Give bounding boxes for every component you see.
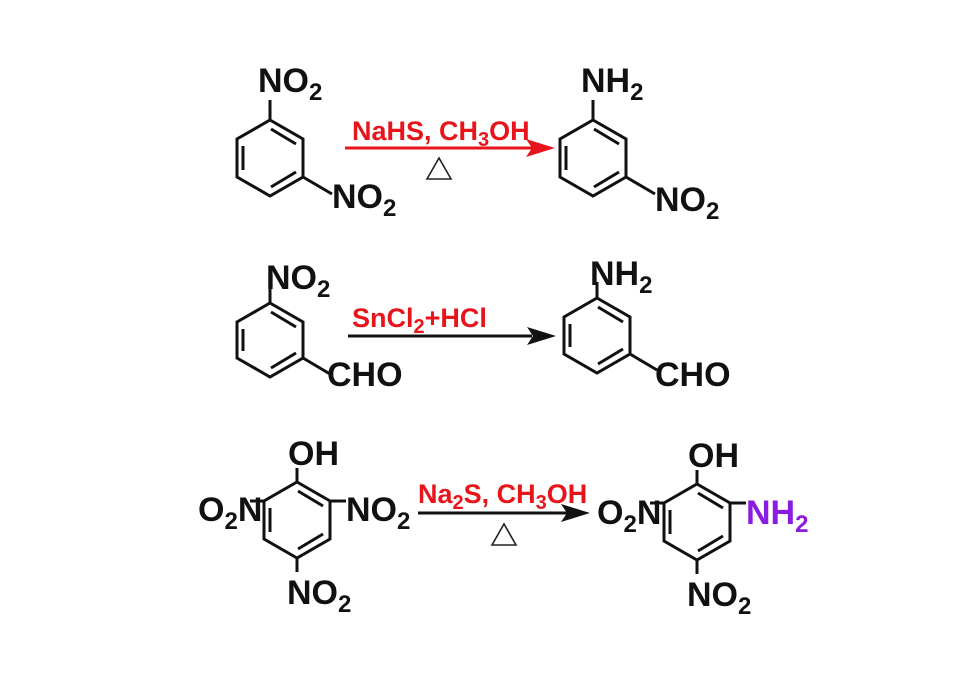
substituent-lower-right: CHO <box>655 356 731 394</box>
reaction-3-reactant: OH O2N NO2 NO2 <box>198 435 410 618</box>
benzene-ring <box>235 287 331 379</box>
benzene-ring <box>562 282 658 375</box>
heat-symbol <box>490 522 518 546</box>
benzene-ring <box>558 100 656 198</box>
reaction-arrow-head <box>561 504 590 522</box>
reaction-1-product: NH2 NO2 <box>558 62 719 225</box>
substituent-bottom: NO2 <box>287 574 351 618</box>
substituent-left: O2N <box>198 491 262 535</box>
reaction-3: OH O2N NO2 NO2 Na2S, CH3OH OH O2N NH2 NO… <box>198 435 808 620</box>
substituent-top: NH2 <box>581 62 643 106</box>
heat-symbol <box>425 156 453 180</box>
reaction-2: NO2 CHO SnCl2+HCl NH2 CHO <box>235 255 731 394</box>
reaction-1: NO2 NO2 NaHS, CH3OH NH2 NO2 <box>235 62 719 225</box>
substituent-lower-right: NO2 <box>655 181 719 225</box>
substituent-top: NH2 <box>590 255 652 299</box>
reaction-arrow-head <box>527 327 556 345</box>
substituent-top: NO2 <box>258 62 322 106</box>
substituent-lower-right: CHO <box>327 356 403 394</box>
substituent-top: NO2 <box>266 259 330 303</box>
reagent-label: Na2S, CH3OH <box>418 479 587 514</box>
substituent-left: O2N <box>597 494 661 538</box>
substituent-lower-right: NO2 <box>332 178 396 222</box>
substituent-top: OH <box>688 437 739 475</box>
reaction-3-product: OH O2N NH2 NO2 <box>597 437 808 620</box>
reaction-arrow-head <box>526 139 555 157</box>
reaction-2-product: NH2 CHO <box>562 255 731 394</box>
substituent-right: NO2 <box>346 491 410 535</box>
substituent-top: OH <box>288 435 339 473</box>
substituent-right-new-amino: NH2 <box>746 494 808 538</box>
reaction-1-reactant: NO2 NO2 <box>235 62 396 222</box>
reagent-label: NaHS, CH3OH <box>352 116 530 151</box>
benzene-ring <box>235 100 333 198</box>
benzene-ring <box>650 470 746 574</box>
reagent-label: SnCl2+HCl <box>352 303 487 338</box>
reaction-2-reactant: NO2 CHO <box>235 259 403 394</box>
substituent-bottom: NO2 <box>687 576 751 620</box>
benzene-ring <box>250 468 346 572</box>
